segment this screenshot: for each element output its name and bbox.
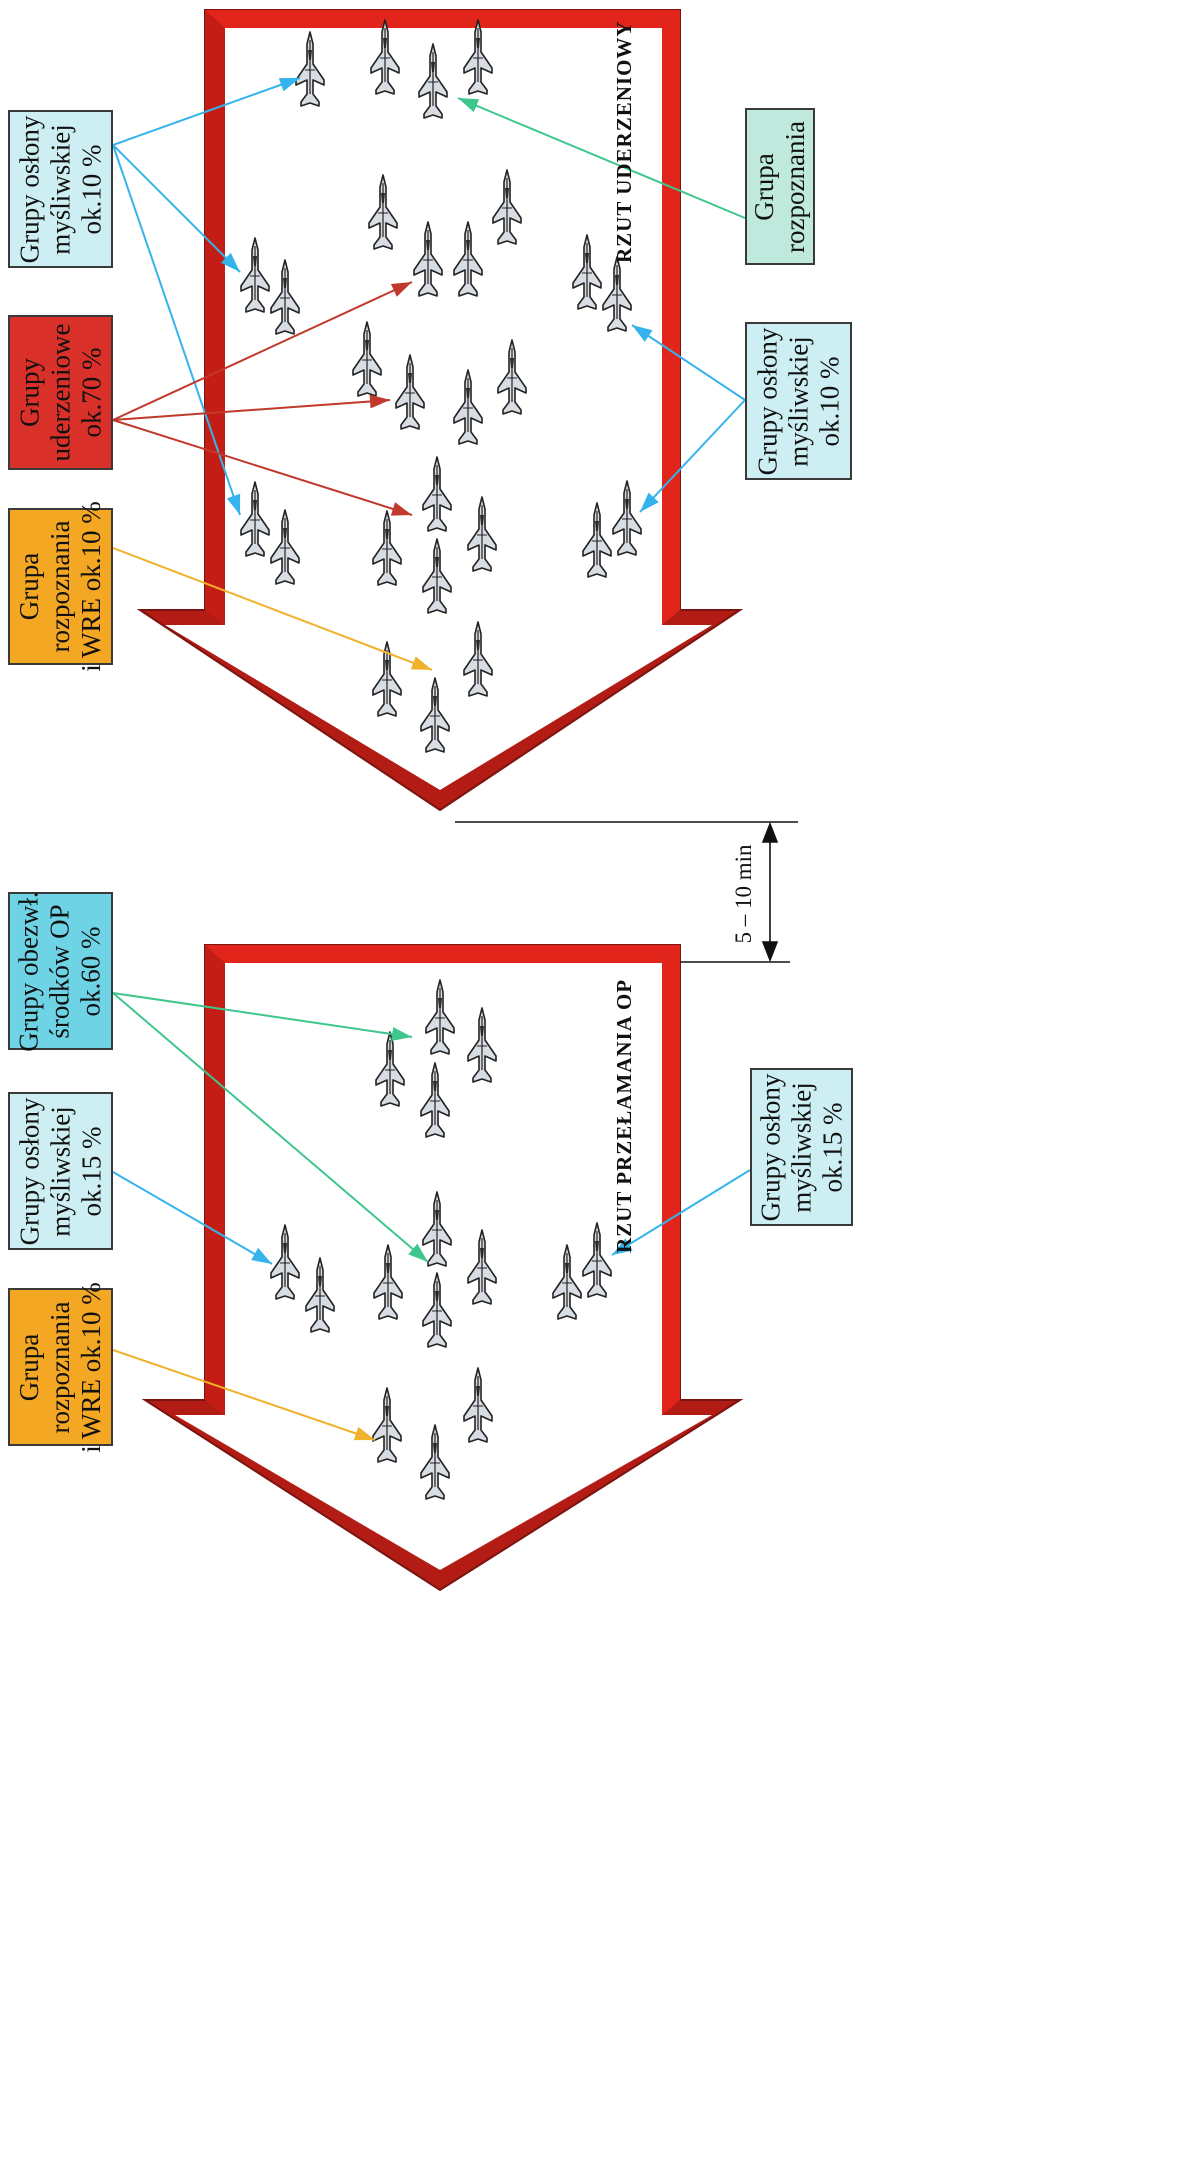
label-line: ok.15 %	[76, 1126, 106, 1216]
pointer-arrow	[112, 1349, 376, 1441]
pointer-arrow	[112, 547, 433, 671]
label-line: ok.70 %	[76, 347, 106, 438]
label-line: myśliwskiej	[786, 1081, 816, 1213]
label-line: rozpoznania	[780, 120, 810, 253]
pointer-arrow	[631, 324, 746, 401]
label-line: Grupy osłony	[752, 327, 782, 475]
label-line: Grupa	[14, 1333, 44, 1401]
label-line: ok.10 %	[814, 356, 844, 446]
label-line: Grupy osłony	[14, 1097, 44, 1245]
pointer-arrow	[112, 992, 413, 1042]
label-line: i WRE ok.10 %	[76, 501, 106, 672]
label-line: Grupa	[749, 152, 779, 221]
label-line: myśliwskiej	[45, 1105, 75, 1237]
pointer-arrow	[112, 394, 391, 421]
pointer-arrow	[639, 399, 746, 513]
label-line: rozpoznania	[45, 520, 75, 653]
label-line: uderzeniowe	[45, 323, 75, 462]
label-line: Grupy obezwł.	[14, 890, 44, 1052]
label-line: środków OP	[45, 903, 75, 1039]
label-line: ok.60 %	[76, 926, 106, 1016]
label-line: myśliwskiej	[45, 123, 75, 255]
label-line: ok.10 %	[76, 144, 106, 234]
pointer-arrow	[112, 419, 413, 516]
pointer-arrow	[112, 992, 429, 1263]
label-line: Grupa	[14, 552, 44, 621]
pointer-lines	[112, 77, 751, 1441]
strike-echelon-arrow	[136, 9, 744, 812]
pointer-arrow	[112, 1171, 273, 1265]
pointer-arrow	[112, 144, 241, 273]
interval-dimension	[455, 821, 798, 963]
label-line: Grupy osłony	[14, 115, 44, 263]
label-line: rozpoznania	[45, 1301, 75, 1433]
breakthrough-echelon-title: RZUT PRZEŁAMANIA OP	[612, 978, 636, 1253]
pointer-arrow	[112, 77, 301, 146]
label-line: Grupy osłony	[755, 1073, 785, 1221]
pointer-arrow	[611, 1169, 751, 1256]
label-line: Grupy	[14, 358, 44, 427]
label-line: i WRE ok.10 %	[76, 1281, 106, 1453]
pointer-arrow	[112, 281, 413, 421]
label-line: ok.15 %	[817, 1102, 847, 1192]
strike-echelon-title: RZUT UDERZENIOWY	[612, 20, 636, 263]
label-line: myśliwskiej	[783, 335, 813, 467]
pointer-arrow	[457, 97, 746, 219]
interval-label: 5 – 10 min	[731, 844, 756, 944]
